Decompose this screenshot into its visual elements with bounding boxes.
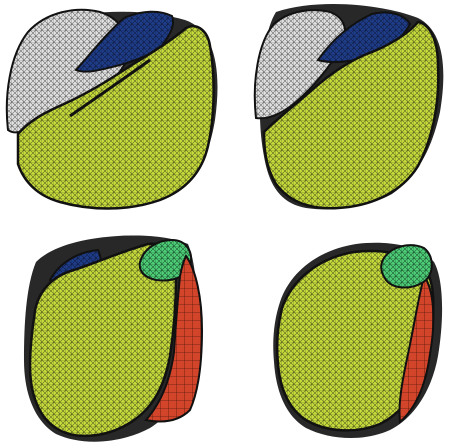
panel-bottom-right-red-region <box>398 273 435 425</box>
panel-top-left-green-body <box>16 25 215 210</box>
panel-bottom-left-green-body <box>28 242 178 438</box>
panel-top-left-fold-line <box>69 58 151 118</box>
panel-top-left-blue-region <box>74 10 174 73</box>
panel-bottom-right <box>273 242 443 439</box>
panel-bottom-left <box>24 235 204 442</box>
panel-top-right-green-body <box>262 20 440 210</box>
panel-top-left <box>5 8 218 210</box>
panel-bottom-right-light-green-patch <box>380 244 433 289</box>
panel-top-right <box>253 4 444 210</box>
panel-bottom-left-red-region <box>144 254 204 423</box>
